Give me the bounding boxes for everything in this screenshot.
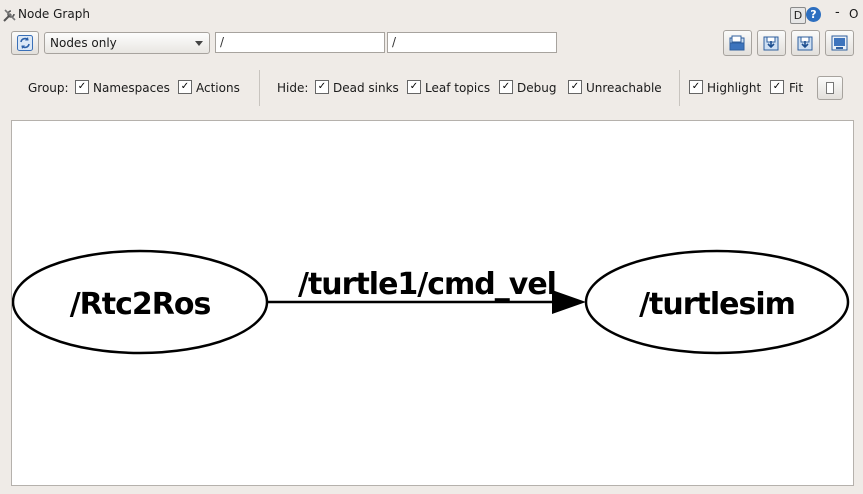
hide-label: Hide: (277, 81, 309, 95)
refresh-button[interactable] (11, 31, 39, 55)
graph-node-rtc2ros-label: /Rtc2Ros (70, 287, 211, 322)
graph-type-select[interactable]: Nodes only (44, 32, 210, 54)
debug-label: Debug (517, 81, 557, 95)
actions-label: Actions (196, 81, 240, 95)
chevron-down-icon (195, 41, 203, 46)
dock-button[interactable]: D (790, 7, 806, 24)
dead-sinks-label: Dead sinks (333, 81, 399, 95)
fit-label: Fit (789, 81, 804, 95)
graph-type-value: Nodes only (50, 36, 117, 50)
unreachable-checkbox[interactable]: ✓ (568, 80, 582, 94)
open-file-icon (729, 35, 745, 51)
save-image-button[interactable] (825, 30, 854, 56)
separator (259, 70, 260, 106)
tools-icon (3, 9, 16, 22)
fit-view-icon (826, 82, 834, 94)
save-dot-button[interactable] (757, 30, 786, 56)
unreachable-label: Unreachable (586, 81, 662, 95)
highlight-checkbox[interactable]: ✓ (689, 80, 703, 94)
title-bar: Node Graph D ? - O (0, 0, 863, 28)
fit-view-button[interactable] (817, 76, 843, 100)
dead-sinks-checkbox[interactable]: ✓ (315, 80, 329, 94)
graph-node-turtlesim-label: /turtlesim (639, 287, 795, 322)
separator (679, 70, 680, 106)
topic-filter-input[interactable]: / (387, 32, 557, 53)
window-title: Node Graph (18, 7, 90, 21)
save-svg-icon (797, 36, 813, 51)
help-icon[interactable]: ? (806, 7, 821, 22)
debug-checkbox[interactable]: ✓ (499, 80, 513, 94)
close-button[interactable]: O (849, 7, 859, 21)
save-dot-icon (763, 36, 779, 51)
namespaces-label: Namespaces (93, 81, 170, 95)
namespaces-checkbox[interactable]: ✓ (75, 80, 89, 94)
graph-canvas[interactable]: /Rtc2Ros /turtlesim /turtle1/cmd_vel (11, 120, 854, 486)
node-filter-input[interactable]: / (215, 32, 385, 53)
load-button[interactable] (723, 30, 752, 56)
options-row: Group: ✓ Namespaces ✓ Actions Hide: ✓ De… (0, 70, 863, 106)
save-svg-button[interactable] (791, 30, 820, 56)
refresh-icon (17, 35, 33, 51)
graph-edge-label[interactable]: /turtle1/cmd_vel (298, 267, 557, 302)
highlight-label: Highlight (707, 81, 762, 95)
graph-svg: /Rtc2Ros /turtlesim /turtle1/cmd_vel (12, 249, 850, 355)
group-label: Group: (28, 81, 69, 95)
actions-checkbox[interactable]: ✓ (178, 80, 192, 94)
graph-node-rtc2ros[interactable] (12, 249, 269, 355)
minimize-button[interactable]: - (835, 5, 840, 20)
leaf-topics-checkbox[interactable]: ✓ (407, 80, 421, 94)
image-icon (831, 35, 848, 51)
leaf-topics-label: Leaf topics (425, 81, 491, 95)
graph-edge-arrowhead (552, 290, 586, 314)
fit-checkbox[interactable]: ✓ (770, 80, 784, 94)
